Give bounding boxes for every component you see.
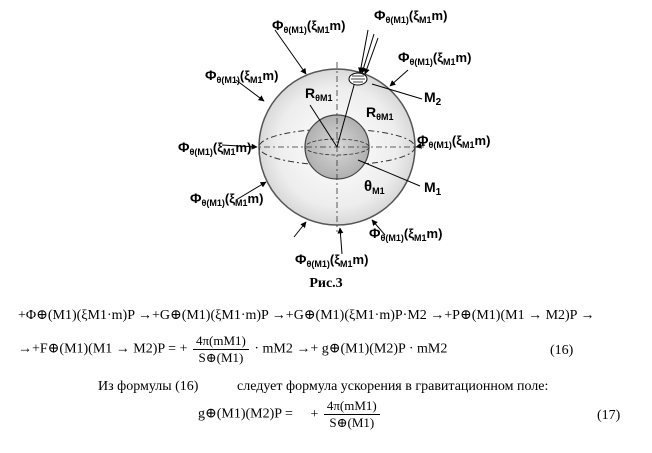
eq16-frac-den: S⊕(M1) [198, 350, 244, 365]
phi-label-right-upper: Φθ(M1)(ξM1m) [398, 49, 471, 67]
sentence-part2: следует формула ускорения в гравитационн… [237, 379, 549, 394]
force-arrows [221, 29, 426, 255]
eq17-sign: + [310, 406, 319, 422]
radius-small [309, 104, 338, 148]
eq16-rhs: · mM2 →+ g⊕(M1)(M2)P · mM2 [254, 341, 448, 357]
m2-label: M2 [424, 89, 442, 108]
eq16-fraction: 4π(mM1) S⊕(M1) [192, 333, 249, 366]
radius-big [336, 77, 357, 148]
phi-label-left: Φθ(M1)(ξM1m) [178, 139, 251, 157]
equation-16-number: (16) [550, 343, 574, 358]
phi-label-left-lower: Φθ(M1)(ξM1m) [190, 190, 263, 208]
sphere-figure: Φθ(M1)(ξM1m) Φθ(M1)(ξM1m) Φθ(M1)(ξM1m) Φ… [178, 7, 490, 269]
m1-label: M1 [424, 179, 442, 198]
phi-label-top-right: Φθ(M1)(ξM1m) [374, 7, 447, 25]
sentence-part1: Из формулы (16) [98, 379, 199, 394]
eq16-frac-num: 4π(mM1) [192, 333, 249, 350]
equation-16-line1: +Φ⊕(M1)(ξM1·m)P →+G⊕(M1)(ξM1·m)P →+G⊕(M1… [18, 308, 595, 323]
figure-caption: Рис.3 [309, 276, 343, 291]
phi-label-left-upper: Φθ(M1)(ξM1m) [205, 67, 278, 85]
phi-label-right-lower: Φθ(M1)(ξM1m) [369, 225, 442, 243]
inner-equator [304, 138, 370, 156]
equation-16-line2: →+F⊕(M1)(M1 → M2)P = + 4π(mM1) S⊕(M1) · … [18, 333, 447, 366]
equation-17-number: (17) [597, 408, 621, 423]
eq17-lhs: g⊕(M1)(M2)P = [198, 406, 293, 422]
eq17-fraction: 4π(mM1) S⊕(M1) [323, 398, 380, 431]
phi-label-bottom: Φθ(M1)(ξM1m) [295, 251, 368, 269]
phi-label-top: Φθ(M1)(ξM1m) [272, 17, 345, 35]
eq16-lhs: →+F⊕(M1)(M1 → M2)P = + [18, 341, 188, 357]
eq17-frac-den: S⊕(M1) [329, 415, 375, 430]
equation-17: g⊕(M1)(M2)P = + 4π(mM1) S⊕(M1) [198, 398, 382, 431]
eq17-frac-num: 4π(mM1) [323, 398, 380, 415]
phi-label-right: Φθ(M1)(ξM1m) [417, 132, 490, 150]
